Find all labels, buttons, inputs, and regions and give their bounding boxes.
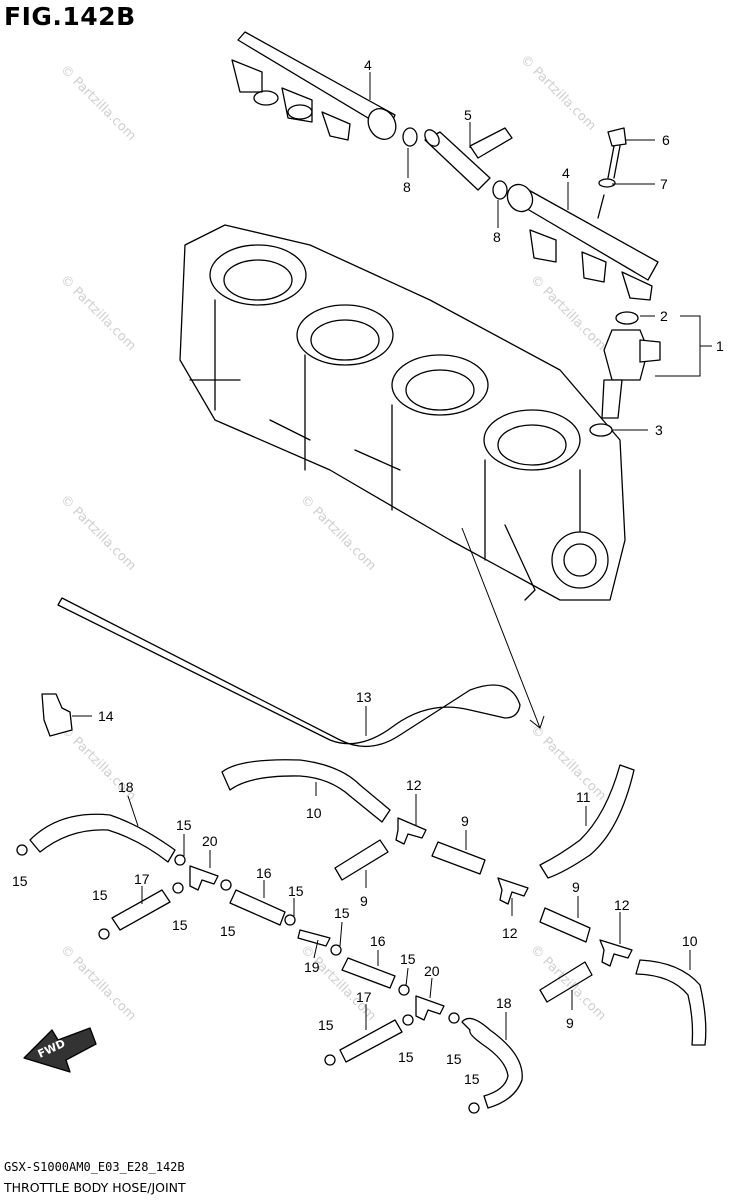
callout-4: 4	[364, 57, 372, 73]
o-ring[interactable]	[615, 311, 639, 325]
figure-title: FIG.142B	[4, 2, 136, 31]
callout-14: 14	[98, 708, 114, 724]
callout-15: 15	[400, 951, 416, 967]
fuel-rail-lower[interactable]	[503, 180, 659, 301]
callout-15: 15	[288, 883, 304, 899]
t-joint[interactable]	[395, 817, 633, 967]
callout-9: 9	[572, 879, 580, 895]
callout-5: 5	[464, 107, 472, 123]
callout-15: 15	[172, 917, 188, 933]
hose-clips[interactable]	[16, 844, 480, 1114]
watermark: © Partzilla.com	[57, 62, 139, 144]
callout-7: 7	[660, 176, 668, 192]
callout-15: 15	[220, 923, 236, 939]
callout-17: 17	[356, 989, 372, 1005]
screw-line	[597, 194, 605, 219]
watermark: © Partzilla.com	[527, 942, 609, 1024]
callout-15: 15	[12, 873, 28, 889]
callout-15: 15	[446, 1051, 462, 1067]
callout-10: 10	[682, 933, 698, 949]
washer[interactable]	[598, 178, 616, 188]
callout-9: 9	[566, 1015, 574, 1031]
callout-13: 13	[356, 689, 372, 705]
callout-20: 20	[424, 963, 440, 979]
hose[interactable]	[539, 764, 635, 879]
callout-20: 20	[202, 833, 218, 849]
small-joint[interactable]	[189, 865, 445, 1021]
callout-8: 8	[403, 179, 411, 195]
hose[interactable]	[334, 839, 389, 881]
callout-18: 18	[118, 779, 134, 795]
callout-9: 9	[360, 893, 368, 909]
callout-17: 17	[134, 871, 150, 887]
hose[interactable]	[29, 813, 176, 863]
callout-6: 6	[662, 132, 670, 148]
hose[interactable]	[111, 889, 171, 931]
watermark: © Partzilla.com	[527, 272, 609, 354]
hose[interactable]	[431, 841, 486, 875]
fwd-arrow: FWD	[23, 1027, 97, 1073]
fuel-injector[interactable]	[601, 329, 661, 419]
callout-19: 19	[304, 959, 320, 975]
callout-12: 12	[614, 897, 630, 913]
callout-18: 18	[496, 995, 512, 1011]
hose[interactable]	[539, 907, 591, 943]
watermark: © Partzilla.com	[297, 492, 379, 574]
watermark: © Partzilla.com	[517, 52, 599, 134]
callout-15: 15	[318, 1017, 334, 1033]
hose[interactable]	[221, 759, 391, 823]
throttle-body[interactable]	[179, 224, 626, 601]
callout-9: 9	[461, 813, 469, 829]
hose[interactable]	[539, 961, 593, 1003]
o-ring[interactable]	[589, 423, 613, 437]
callout-11: 11	[576, 789, 591, 805]
leader-lines	[72, 72, 712, 1040]
fuel-joint[interactable]	[422, 127, 513, 191]
screw[interactable]	[607, 127, 627, 179]
callout-15: 15	[398, 1049, 414, 1065]
callout-15: 15	[92, 887, 108, 903]
watermark: © Partzilla.com	[57, 942, 139, 1024]
callout-12: 12	[406, 777, 422, 793]
watermark: © Partzilla.com	[57, 492, 139, 574]
callout-15: 15	[176, 817, 192, 833]
callout-4: 4	[562, 165, 570, 181]
reference-arrow	[461, 527, 545, 729]
hose-clamp[interactable]	[41, 693, 73, 737]
fuel-rail-upper[interactable]	[231, 31, 401, 144]
hose[interactable]	[461, 1017, 523, 1109]
figure-description: THROTTLE BODY HOSE/JOINT	[4, 1180, 186, 1195]
callout-15: 15	[464, 1071, 480, 1087]
hose[interactable]	[341, 957, 396, 989]
hose[interactable]	[229, 889, 286, 926]
figure-code: GSX-S1000AM0_E03_E28_142B	[4, 1160, 185, 1174]
callout-15: 15	[334, 905, 350, 921]
hose[interactable]	[339, 1019, 403, 1063]
watermark: © Partzilla.com	[527, 722, 609, 804]
watermark: © Partzilla.com	[57, 272, 139, 354]
o-ring[interactable]	[402, 127, 418, 147]
hose[interactable]	[57, 597, 521, 748]
callout-8: 8	[493, 229, 501, 245]
callout-3: 3	[655, 422, 663, 438]
hose[interactable]	[635, 959, 707, 1046]
callout-2: 2	[660, 308, 668, 324]
callout-10: 10	[306, 805, 322, 821]
o-ring[interactable]	[492, 180, 508, 200]
callout-12: 12	[502, 925, 518, 941]
callouts: 4 5 6 8 4 7 8 2 1 3 13 14 18 12 11 10 9 …	[12, 57, 724, 1087]
callout-1: 1	[716, 338, 724, 354]
callout-16: 16	[370, 933, 386, 949]
callout-16: 16	[256, 865, 272, 881]
